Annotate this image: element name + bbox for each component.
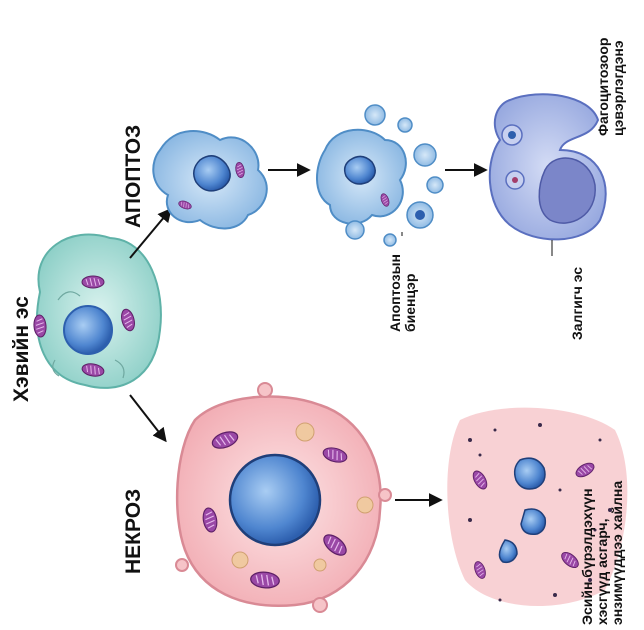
normal-nucleus [63, 305, 113, 355]
label-necrosis-result: Эсийн бүрэлдэхүүн хэсгүүд асгарч, энзимү… [579, 480, 625, 625]
label-necrosis-result-line2: хэсгүүд асгарч, [594, 518, 610, 625]
label-apoptosis: АПОПТОЗ [122, 124, 145, 228]
arrow-to-apoptosis [129, 207, 172, 259]
label-normal-cell: Хэвийн эс [10, 296, 33, 402]
necrotic-nucleus [228, 453, 322, 547]
label-phagocytosis-line1: Фагоцитозоор [595, 37, 611, 136]
label-necrosis-result-line3: энзимүүддээ хайлна [609, 480, 625, 625]
label-phagocytosis-line2: цэвэрлэгдэнэ [610, 40, 626, 136]
apoptotic-cell [152, 130, 268, 230]
label-apoptotic-bodies: Апоптозын биенцэр [387, 254, 418, 332]
apoptotic-bodies [316, 104, 444, 247]
label-phagocyte: Залгигч эс [569, 266, 585, 340]
label-necrosis-result-line1: Эсийн бүрэлдэхүүн [579, 488, 595, 625]
label-phagocytosis: Фагоцитозоор цэвэрлэгдэнэ [595, 37, 626, 136]
phagocyte [488, 93, 607, 241]
label-apoptotic-bodies-line2: биенцэр [402, 273, 418, 332]
necrotic-cell [175, 382, 392, 613]
normal-cell [32, 233, 162, 389]
label-apoptotic-bodies-line1: Апоптозын [387, 254, 403, 332]
arrow-to-necrosis [129, 394, 167, 443]
label-necrosis: НЕКРОЗ [122, 488, 145, 574]
necrotic-debris [447, 407, 628, 607]
